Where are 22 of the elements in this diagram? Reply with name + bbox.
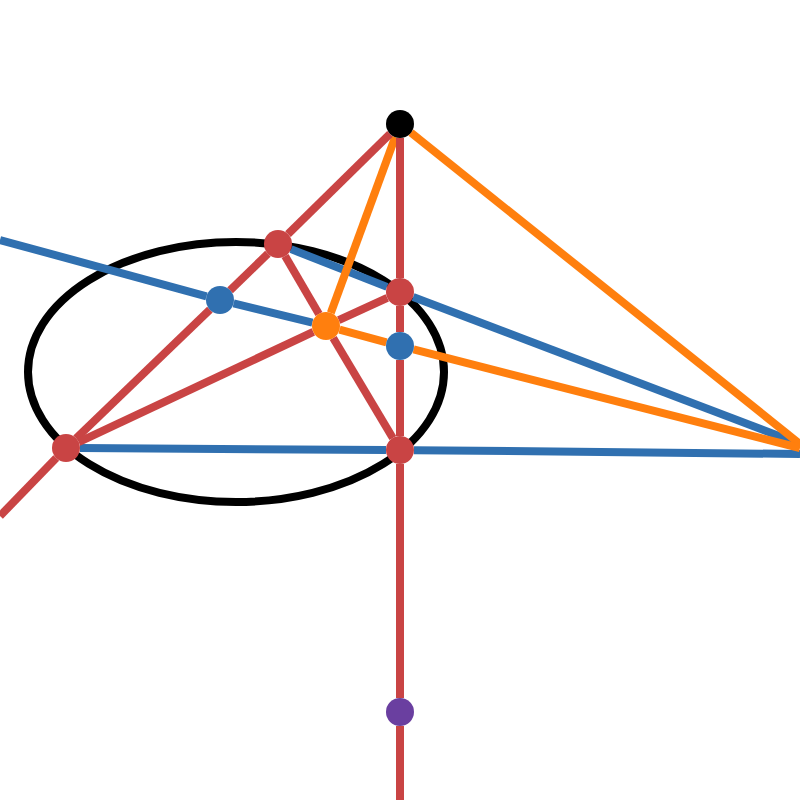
line xyxy=(338,325,388,347)
line xyxy=(413,446,800,458)
line xyxy=(227,250,271,294)
line xyxy=(396,138,404,278)
line xyxy=(412,345,800,452)
line xyxy=(281,254,323,316)
line xyxy=(396,306,404,332)
line xyxy=(232,299,314,327)
line xyxy=(337,294,389,324)
line xyxy=(79,444,387,454)
line xyxy=(76,328,316,446)
line xyxy=(0,455,60,519)
line xyxy=(396,726,404,800)
line xyxy=(0,236,208,301)
line xyxy=(396,360,404,436)
line xyxy=(329,335,397,441)
line xyxy=(408,129,800,448)
line xyxy=(327,135,399,315)
line xyxy=(285,130,393,238)
line xyxy=(73,306,213,442)
line xyxy=(396,464,404,698)
line xyxy=(289,245,389,291)
